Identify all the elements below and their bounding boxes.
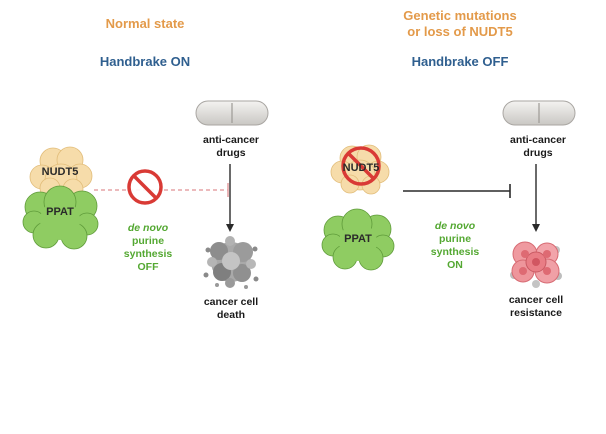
right-ppat-label: PPAT xyxy=(344,233,372,245)
right-drug-line1: anti-cancer xyxy=(509,134,567,146)
left-pathway-line2: purine xyxy=(131,235,165,247)
left-pathway-status: de novo purine synthesis OFF xyxy=(108,222,188,274)
prohibition-icon-right xyxy=(341,146,381,186)
left-state-title: Normal state xyxy=(105,16,185,31)
right-state-title-line1: Genetic mutations xyxy=(403,8,517,23)
left-drug-line1: anti-cancer xyxy=(202,134,260,146)
left-pathway-line1: de novo xyxy=(127,222,169,234)
left-drug-line2: drugs xyxy=(216,147,246,159)
prohibition-icon-left xyxy=(127,169,163,205)
right-pathway-line1: de novo xyxy=(434,220,476,232)
right-handbrake-label: Handbrake OFF xyxy=(411,54,509,69)
pill-icon-right xyxy=(502,100,576,126)
left-outcome-line1: cancer cell xyxy=(203,296,259,308)
left-pathway-line4: OFF xyxy=(137,261,159,273)
right-state-title-line2: or loss of NUDT5 xyxy=(407,24,513,39)
right-state-title: Genetic mutations or loss of NUDT5 xyxy=(380,8,540,40)
right-nudt5-label: NUDT5 xyxy=(342,162,380,174)
right-outcome-line1: cancer cell xyxy=(508,294,564,306)
left-ppat-label: PPAT xyxy=(46,206,74,218)
right-outcome-label: cancer cell resistance xyxy=(483,294,589,320)
left-drug-label: anti-cancer drugs xyxy=(178,134,284,160)
left-handbrake-label: Handbrake ON xyxy=(99,54,191,69)
left-outcome-line2: death xyxy=(216,309,245,321)
ppat-protein-right xyxy=(321,208,395,271)
dying-cell-icon xyxy=(203,236,259,289)
right-drug-line2: drugs xyxy=(523,147,553,159)
right-pathway-status: de novo purine synthesis ON xyxy=(415,220,495,272)
right-pathway-line4: ON xyxy=(447,259,463,271)
resistant-cell-icon xyxy=(510,241,562,288)
right-drug-label: anti-cancer drugs xyxy=(485,134,591,160)
left-outcome-label: cancer cell death xyxy=(178,296,284,322)
right-outcome-line2: resistance xyxy=(510,307,562,319)
right-pathway-line3: synthesis xyxy=(430,246,480,258)
right-pathway-line2: purine xyxy=(438,233,472,245)
pill-icon-left xyxy=(195,100,269,126)
left-nudt5-label: NUDT5 xyxy=(41,166,79,178)
left-pathway-line3: synthesis xyxy=(123,248,173,260)
ppat-protein-left xyxy=(22,185,99,250)
